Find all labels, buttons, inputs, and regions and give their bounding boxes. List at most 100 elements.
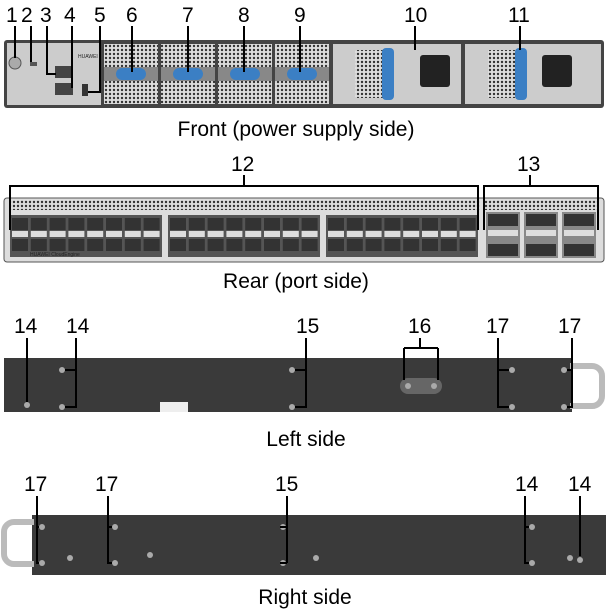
svg-text:8: 8 xyxy=(238,4,250,27)
fan-module-9 xyxy=(275,44,329,104)
sfp-port xyxy=(143,239,160,251)
sfp-port xyxy=(384,239,401,251)
svg-text:HUAWEI CloudEngine: HUAWEI CloudEngine xyxy=(30,252,80,258)
port-latch xyxy=(422,231,438,237)
sfp-port xyxy=(106,218,122,230)
port-latch xyxy=(30,231,47,237)
port-latch xyxy=(282,231,299,237)
svg-text:13: 13 xyxy=(517,153,540,176)
sfp-port xyxy=(403,218,420,230)
svg-text:15: 15 xyxy=(296,315,319,338)
svg-text:4: 4 xyxy=(64,4,76,27)
port-latch xyxy=(488,230,518,236)
sfp-port xyxy=(49,218,66,230)
port-latch xyxy=(403,231,420,237)
front-callouts: 1 2 3 4 5 6 7 8 9 10 11 xyxy=(6,4,530,93)
port-latch xyxy=(87,231,104,237)
sfp-port xyxy=(301,239,318,251)
left-side-panel xyxy=(4,358,572,412)
front-caption: Front (power supply side) xyxy=(178,118,415,141)
sfp-port xyxy=(459,218,476,230)
port-latch xyxy=(365,231,382,237)
front-view: HUAWEI 1 2 3 4 5 6 7 8 9 xyxy=(4,4,604,141)
svg-text:9: 9 xyxy=(294,4,306,27)
svg-text:3: 3 xyxy=(40,4,52,27)
sfp-port xyxy=(170,218,186,230)
sfp-port xyxy=(68,218,85,230)
port-latch xyxy=(526,230,556,236)
rear-caption: Rear (port side) xyxy=(223,270,369,293)
qsfp-port xyxy=(564,244,594,256)
ground-screw-icon xyxy=(8,56,22,70)
sfp-port xyxy=(301,218,318,230)
port-latch xyxy=(564,230,594,236)
sfp-port xyxy=(328,239,344,251)
port-latch xyxy=(49,231,66,237)
svg-text:14: 14 xyxy=(515,473,539,496)
sfp-port xyxy=(188,239,205,251)
warning-label xyxy=(160,402,188,412)
port-latch xyxy=(226,231,243,237)
qsfp-port xyxy=(526,214,556,226)
sfp-port xyxy=(207,218,224,230)
svg-text:7: 7 xyxy=(182,4,194,27)
qsfp-port xyxy=(488,244,518,256)
qsfp-port xyxy=(564,214,594,226)
sfp-port xyxy=(403,239,420,251)
latch xyxy=(400,378,442,394)
port-latch xyxy=(188,231,205,237)
port-latch xyxy=(301,231,318,237)
sfp-port xyxy=(422,218,438,230)
svg-text:12: 12 xyxy=(231,153,254,176)
port-latch xyxy=(106,231,122,237)
port-latch xyxy=(143,231,160,237)
sfp-port xyxy=(12,218,28,230)
management-port xyxy=(55,83,73,95)
sfp-port xyxy=(143,218,160,230)
sfp-port xyxy=(328,218,344,230)
power-socket-icon xyxy=(420,55,450,87)
sfp-port xyxy=(346,239,363,251)
svg-text:16: 16 xyxy=(408,315,431,338)
power-supply-10 xyxy=(333,44,461,104)
svg-text:2: 2 xyxy=(21,4,33,27)
handle xyxy=(1,519,34,567)
svg-text:14: 14 xyxy=(568,473,592,496)
port-latch xyxy=(170,231,186,237)
rear-view: HUAWEI CloudEngine 12 13 Rear (port side… xyxy=(3,153,605,293)
usb-port xyxy=(82,84,88,96)
qsfp-port xyxy=(488,214,518,226)
svg-text:17: 17 xyxy=(24,473,47,496)
sfp-port xyxy=(226,218,243,230)
sfp-port xyxy=(365,239,382,251)
sfp-port xyxy=(207,239,224,251)
port-latch xyxy=(264,231,280,237)
sfp-port xyxy=(440,239,457,251)
port-latch xyxy=(124,231,141,237)
sfp-port xyxy=(282,239,299,251)
sfp-port xyxy=(459,239,476,251)
svg-text:6: 6 xyxy=(126,4,138,27)
svg-text:17: 17 xyxy=(558,315,581,338)
console-port xyxy=(55,66,73,78)
port-latch xyxy=(459,231,476,237)
sfp-port xyxy=(384,218,401,230)
fan-modules xyxy=(104,44,329,104)
sfp-port xyxy=(106,239,122,251)
svg-text:10: 10 xyxy=(404,4,427,27)
power-socket-icon xyxy=(542,55,572,87)
sfp-port xyxy=(87,218,104,230)
left-caption: Left side xyxy=(266,428,345,451)
port-latch xyxy=(384,231,401,237)
sfp-port xyxy=(124,239,141,251)
sfp-port xyxy=(245,218,262,230)
svg-text:15: 15 xyxy=(275,473,298,496)
port-latch xyxy=(12,231,28,237)
right-caption: Right side xyxy=(258,586,351,609)
svg-text:17: 17 xyxy=(95,473,118,496)
led-indicator xyxy=(30,62,37,66)
sfp-port xyxy=(30,218,47,230)
svg-text:1: 1 xyxy=(6,4,18,27)
port-latch xyxy=(328,231,344,237)
